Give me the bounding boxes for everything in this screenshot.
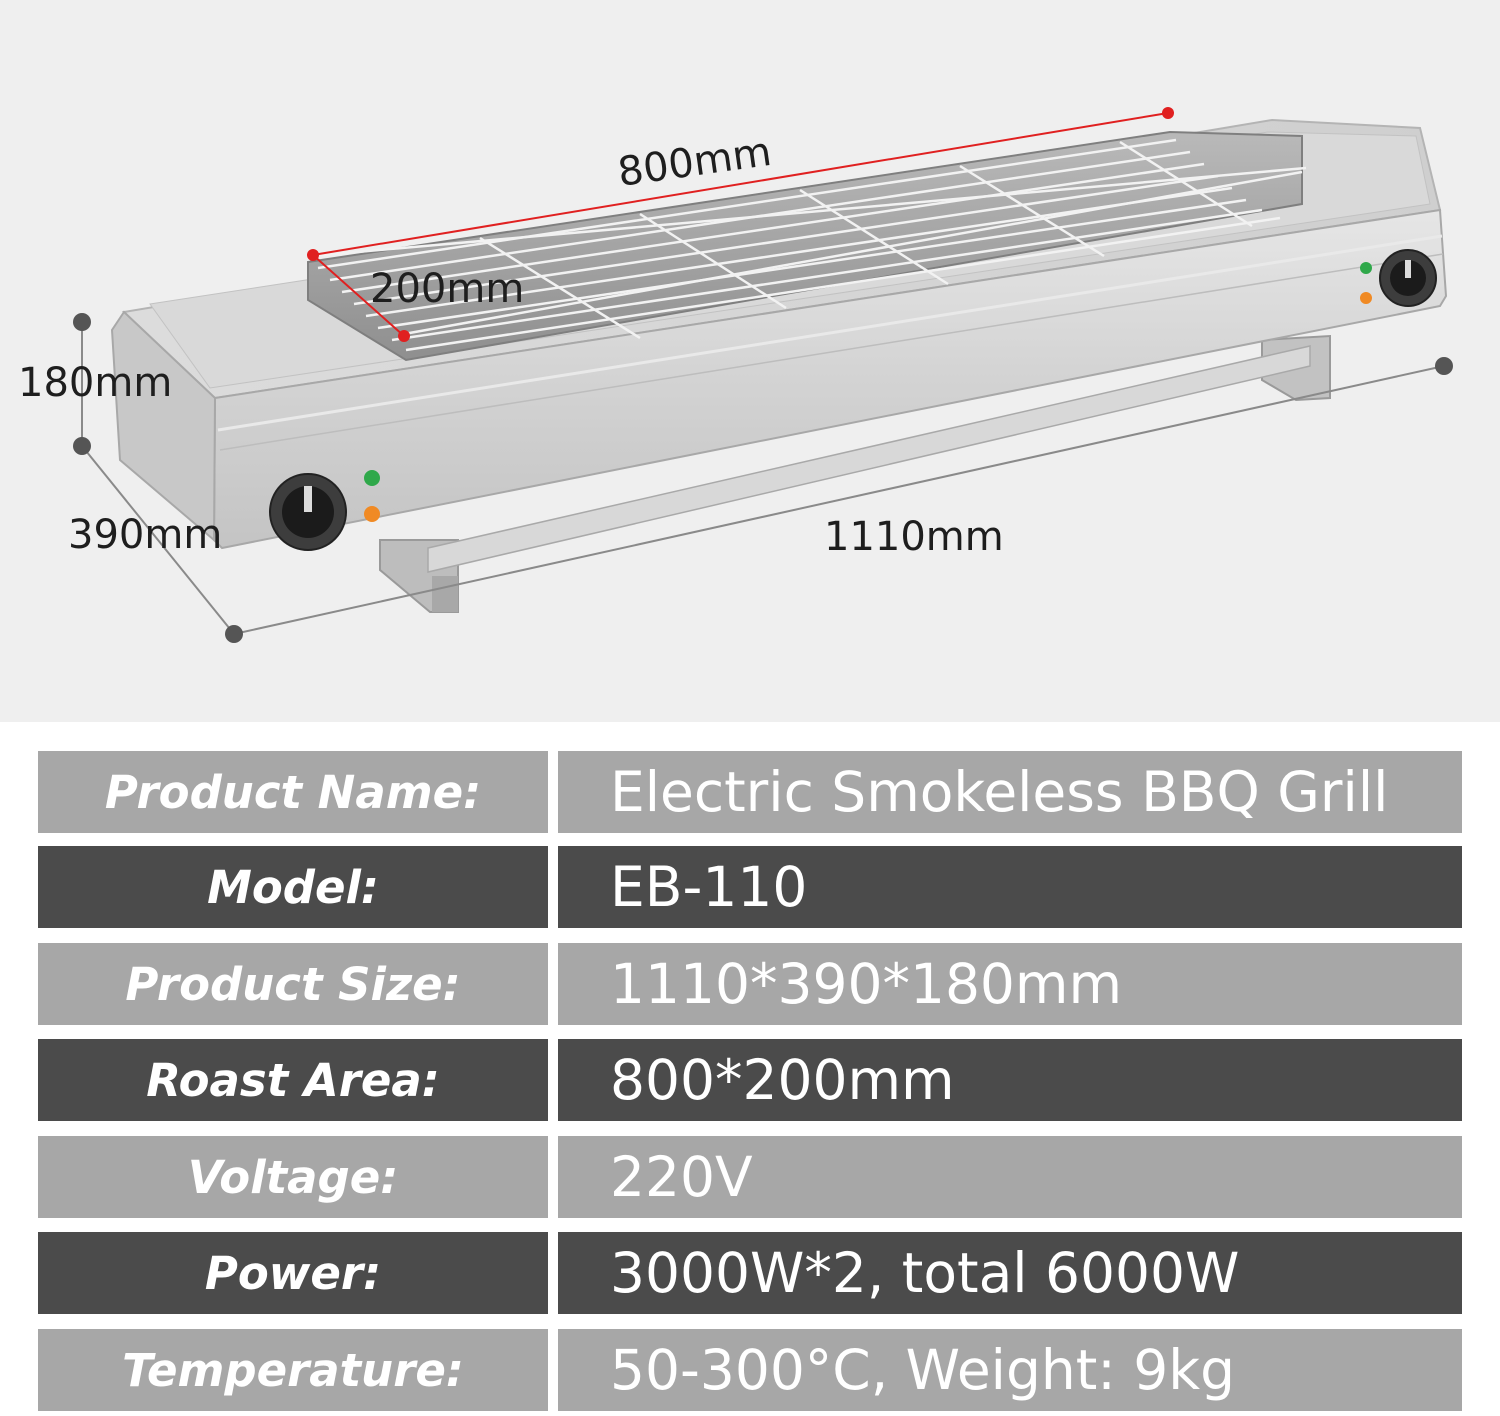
spec-value: 220V — [610, 1145, 753, 1209]
spec-value-cell: 50-300°C, Weight: 9kg — [558, 1329, 1462, 1411]
spec-label-cell: Model: — [38, 846, 548, 928]
spec-row-voltage: Voltage: 220V — [38, 1136, 1462, 1218]
spec-value-cell: Electric Smokeless BBQ Grill — [558, 751, 1462, 833]
orange-indicator-light-icon — [1360, 292, 1372, 304]
thermostat-knob-icon — [269, 473, 347, 551]
spec-row-roast-area: Roast Area: 800*200mm — [38, 1039, 1462, 1121]
spec-label-cell: Voltage: — [38, 1136, 548, 1218]
spec-label: Model: — [207, 860, 379, 914]
spec-label: Voltage: — [187, 1150, 399, 1204]
spec-value: 800*200mm — [610, 1048, 955, 1112]
spec-row-product-name: Product Name: Electric Smokeless BBQ Gri… — [38, 751, 1462, 833]
spec-value-cell: 3000W*2, total 6000W — [558, 1232, 1462, 1314]
spec-label: Roast Area: — [146, 1053, 440, 1107]
spec-row-model: Model: EB-110 — [38, 846, 1462, 928]
spec-value-cell: 220V — [558, 1136, 1462, 1218]
roast-width-label: 200mm — [370, 266, 524, 312]
spec-label: Power: — [204, 1246, 382, 1300]
spec-value-cell: 800*200mm — [558, 1039, 1462, 1121]
grill-stand — [379, 334, 1331, 613]
spec-row-product-size: Product Size: 1110*390*180mm — [38, 943, 1462, 1025]
thermostat-knob-icon — [1379, 249, 1437, 307]
spec-value: 3000W*2, total 6000W — [610, 1241, 1240, 1305]
spec-label-cell: Power: — [38, 1232, 548, 1314]
grill-rack — [311, 138, 1307, 352]
spec-row-temperature: Temperature: 50-300°C, Weight: 9kg — [38, 1329, 1462, 1411]
spec-label-cell: Temperature: — [38, 1329, 548, 1411]
spec-value: Electric Smokeless BBQ Grill — [610, 760, 1389, 824]
grill-side-panel — [110, 310, 217, 543]
grill-illustration: 800mm 200mm 180mm 390mm 1110mm — [18, 107, 1453, 643]
spec-label-cell: Roast Area: — [38, 1039, 548, 1121]
spec-label-cell: Product Name: — [38, 751, 548, 833]
green-indicator-light-icon — [1360, 262, 1372, 274]
grill-tray — [307, 130, 1303, 362]
depth-label: 390mm — [68, 512, 222, 558]
spec-value: 50-300°C, Weight: 9kg — [610, 1338, 1236, 1402]
height-label: 180mm — [18, 360, 172, 406]
spec-label-cell: Product Size: — [38, 943, 548, 1025]
body-dimension-lines — [73, 313, 1453, 643]
spec-label: Temperature: — [122, 1343, 464, 1397]
spec-value: 1110*390*180mm — [610, 952, 1123, 1016]
orange-indicator-light-icon — [364, 506, 380, 522]
length-label: 1110mm — [824, 514, 1004, 560]
product-figure: 800mm 200mm 180mm 390mm 1110mm — [0, 0, 1500, 722]
spec-label: Product Name: — [104, 765, 482, 819]
spec-row-power: Power: 3000W*2, total 6000W — [38, 1232, 1462, 1314]
spec-table: Product Name: Electric Smokeless BBQ Gri… — [0, 722, 1500, 1416]
spec-value-cell: 1110*390*180mm — [558, 943, 1462, 1025]
green-indicator-light-icon — [364, 470, 380, 486]
spec-value-cell: EB-110 — [558, 846, 1462, 928]
roast-area-dimension-lines — [307, 107, 1174, 342]
spec-label: Product Size: — [125, 957, 461, 1011]
spec-value: EB-110 — [610, 855, 808, 919]
roast-length-label: 800mm — [615, 129, 774, 196]
